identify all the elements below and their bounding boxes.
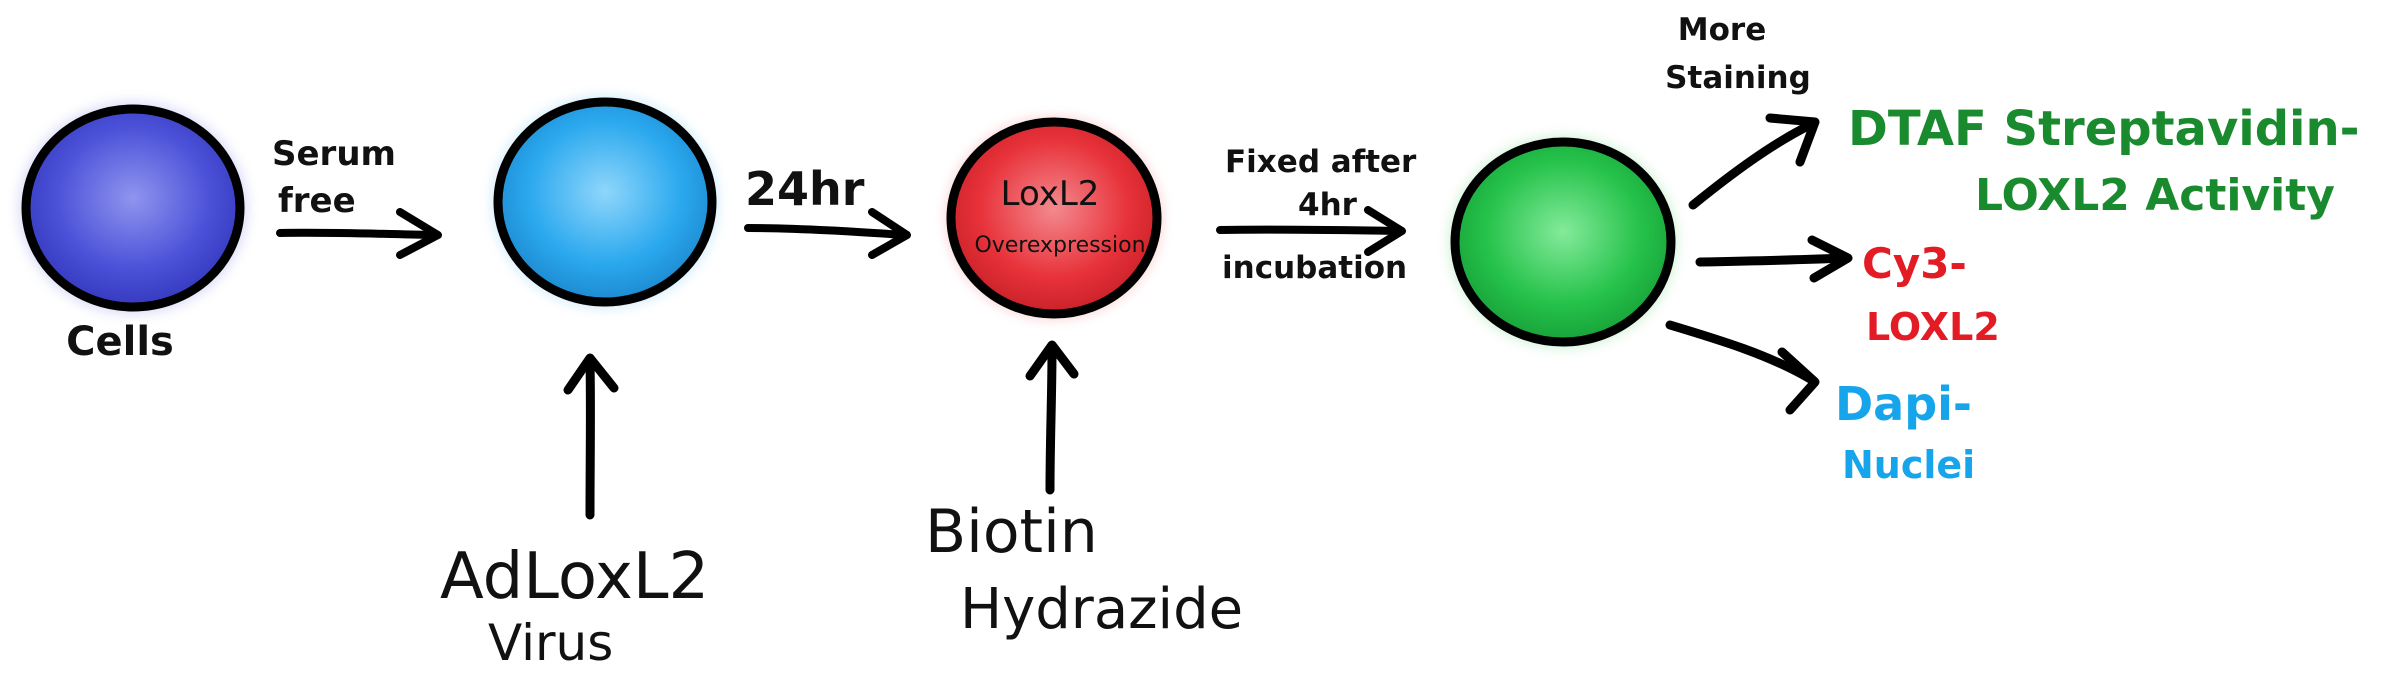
more-staining-line1: More	[1678, 12, 1766, 48]
cell-untreated	[19, 102, 247, 314]
loxl2-cell-line2: Overexpression	[974, 233, 1145, 258]
more-staining-line2: Staining	[1665, 60, 1811, 96]
arrow-serum-free	[276, 208, 442, 259]
step1-line1: Serum	[272, 134, 396, 174]
cell-virus	[492, 96, 718, 308]
virus-input-line2: Virus	[488, 614, 613, 672]
arrow-fixed	[1216, 206, 1406, 256]
step3-line1: Fixed after	[1225, 144, 1417, 180]
output-cy3-line1: Cy3-	[1862, 239, 1967, 288]
arrow-to-cy3	[1695, 235, 1853, 283]
step1-line2: free	[278, 181, 356, 221]
virus-input-line1: AdLoxL2	[440, 540, 709, 614]
output-dtaf-line2: LOXL2 Activity	[1975, 170, 2335, 221]
arrow-virus-input	[563, 353, 619, 520]
output-cy3-line2: LOXL2	[1866, 305, 2000, 349]
cells-label: Cells	[66, 319, 174, 365]
arrow-biotin-input	[1025, 340, 1079, 495]
cell-loxl2-overexpression	[946, 117, 1162, 319]
arrow-to-dapi	[1665, 320, 1820, 415]
output-dtaf-line1: DTAF Streptavidin-	[1848, 101, 2360, 157]
output-dapi-line1: Dapi-	[1835, 377, 1972, 431]
output-dapi-line2: Nuclei	[1842, 443, 1975, 487]
loxl2-cell-line1: LoxL2	[1001, 174, 1100, 214]
step3-line3: incubation	[1222, 250, 1407, 286]
biotin-input-line1: Biotin	[925, 497, 1098, 567]
step2-label: 24hr	[745, 162, 865, 216]
biotin-input-line2: Hydrazide	[960, 577, 1243, 642]
arrow-to-dtaf	[1688, 113, 1820, 210]
arrow-24hr	[744, 208, 911, 259]
step3-line2: 4hr	[1298, 187, 1358, 223]
cell-fixed	[1449, 136, 1677, 348]
